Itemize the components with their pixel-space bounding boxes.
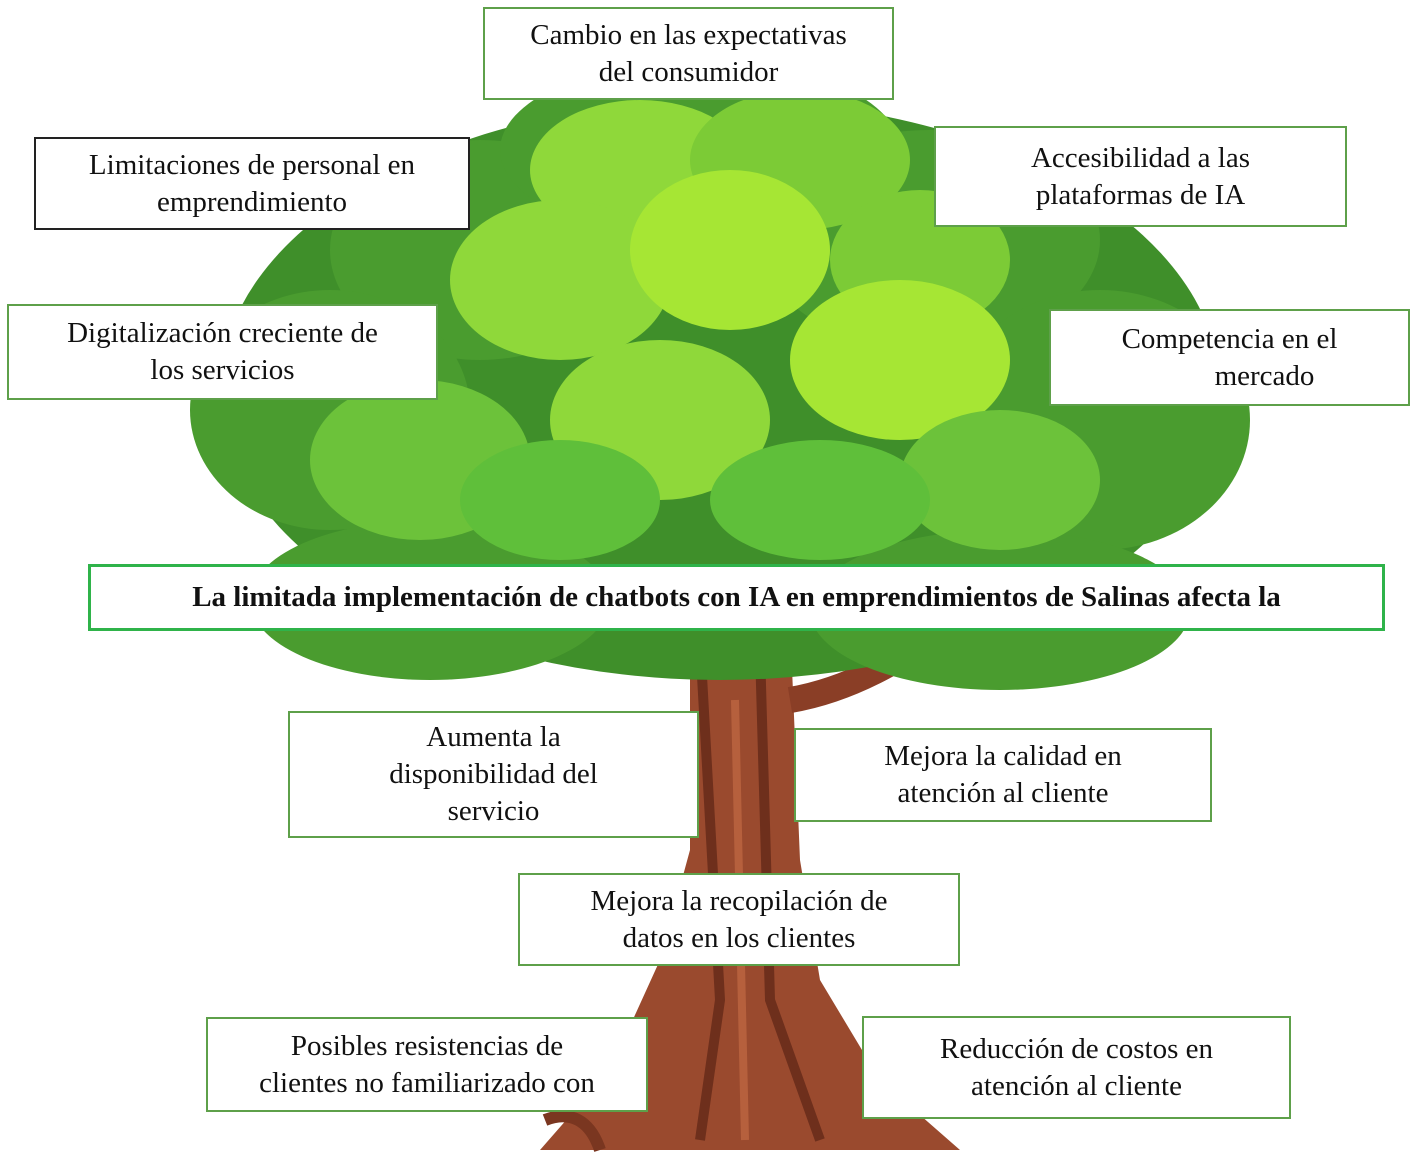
cause-left-upper: Limitaciones de personal en emprendimient… [34, 137, 470, 230]
effect-line: clientes no familiarizado con [259, 1066, 595, 1099]
cause-right-lower: Competencia en el mercado [1049, 309, 1410, 406]
cause-line: Competencia en el [1121, 322, 1338, 355]
effect-line: servicio [447, 795, 540, 827]
cause-line: emprendimiento [156, 185, 348, 218]
effect-line: atención al cliente [897, 777, 1109, 809]
cause-line: mercado [1214, 359, 1315, 392]
effect-line: Aumenta la [426, 721, 561, 753]
effect-line: Mejora la recopilación de [590, 884, 888, 917]
effect-resistance: Posibles resistencias de clientes no fami… [206, 1017, 648, 1112]
effect-line: Mejora la calidad en [884, 740, 1122, 772]
effect-data: Mejora la recopilación de datos en los cl… [518, 873, 960, 966]
cause-right-upper: Accesibilidad a las plataformas de IA [934, 126, 1347, 227]
cause-top-center: Cambio en las expectativas del consumidor [483, 7, 894, 100]
cause-line: Limitaciones de personal en [88, 148, 416, 181]
effect-line: atención al cliente [971, 1069, 1182, 1102]
effect-line: disponibilidad del [389, 758, 598, 790]
cause-line: Cambio en las expectativas [530, 18, 847, 51]
central-problem: La limitada implementación de chatbots c… [88, 564, 1385, 631]
effect-availability: Aumenta la disponibilidad del servicio [288, 711, 699, 838]
cause-left-lower: Digitalización creciente de los servicios [7, 304, 438, 400]
cause-line: los servicios [150, 354, 295, 386]
effect-line: datos en los clientes [622, 921, 856, 954]
effect-line: Reducción de costos en [939, 1032, 1213, 1065]
effect-costs: Reducción de costos en atención al client… [862, 1016, 1291, 1119]
effect-quality: Mejora la calidad en atención al cliente [794, 728, 1212, 822]
cause-line: del consumidor [598, 55, 779, 88]
effect-line: Posibles resistencias de [290, 1029, 564, 1062]
cause-line: plataformas de IA [1035, 178, 1246, 211]
cause-line: Digitalización creciente de [67, 317, 378, 349]
cause-line: Accesibilidad a las [1030, 141, 1251, 174]
